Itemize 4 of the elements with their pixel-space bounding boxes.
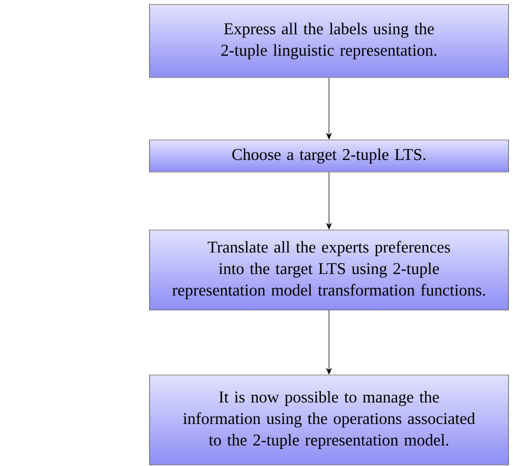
process-box: Choose a target 2-tuple LTS. [149, 140, 509, 172]
process-box: It is now possible to manage the information using the operations associated to the 2-tuple representation model. [149, 374, 509, 466]
process-box: Express all the labels using the 2-tuple linguistic representation. [149, 4, 509, 78]
process-box: Translate all the experts preferences into the target LTS using 2-tuple representation model transformation functions. [149, 230, 509, 310]
